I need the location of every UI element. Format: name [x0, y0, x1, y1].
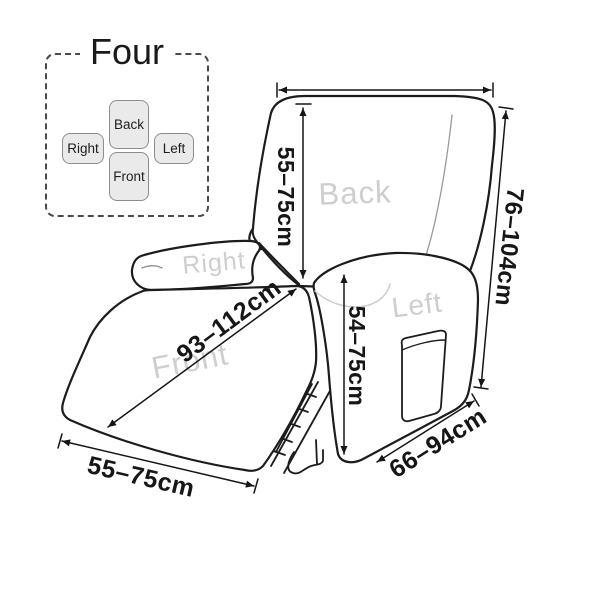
- legend-tile-left: Left: [154, 133, 194, 164]
- watermark-left-arm: Left: [390, 287, 444, 324]
- watermark-back: Back: [318, 174, 392, 212]
- legend-tile-right: Right: [62, 133, 104, 164]
- dim-line-overall-height: [478, 110, 509, 388]
- right-armrest-outline: [130, 239, 262, 292]
- watermark-right-arm: Right: [181, 246, 247, 279]
- dimension-lines: [57, 82, 514, 494]
- dim-line-footrest-width: [61, 439, 255, 488]
- legend-tile-back: Back: [109, 100, 149, 149]
- legend-tile-front: Front: [109, 152, 149, 201]
- right-armrest-seam: [141, 265, 163, 269]
- left-armrest-seam: [314, 283, 391, 308]
- legend-title: Four: [79, 34, 175, 70]
- pieces-legend-box: Four Back Right Left Front: [45, 34, 209, 217]
- dim-label-arm-height: 54–75cm: [344, 306, 370, 407]
- dim-label-overall-height: 76–104cm: [489, 187, 528, 308]
- seat-edge-line: [257, 241, 301, 286]
- dim-label-back-height: 55–75cm: [273, 147, 299, 248]
- dim-line-seat-depth: [376, 400, 475, 463]
- dim-line-footrest-length: [107, 288, 297, 428]
